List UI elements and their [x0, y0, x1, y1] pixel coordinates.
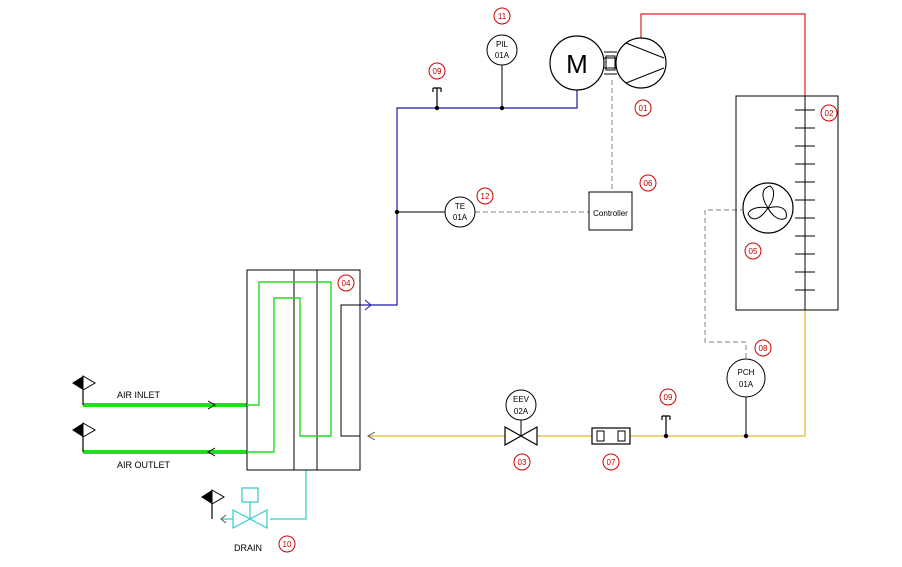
- tag-port-suction: 09: [428, 62, 446, 80]
- eev-valve[interactable]: EEV 02A: [504, 389, 538, 447]
- te-instrument[interactable]: TE 01A: [444, 196, 476, 228]
- svg-text:06: 06: [644, 179, 653, 188]
- svg-text:09: 09: [433, 67, 442, 76]
- tag-filter-drier: 07: [602, 453, 620, 471]
- evaporator-air-path: [247, 281, 332, 453]
- pil-instrument[interactable]: PIL 01A: [486, 34, 518, 66]
- air-inlet-arrow: [207, 400, 217, 410]
- air-outlet-arrow: [206, 447, 216, 457]
- tag-fan: 05: [744, 242, 762, 260]
- eev-line2: 02A: [514, 407, 529, 416]
- service-port-suction[interactable]: [432, 87, 442, 108]
- pch-line2: 01A: [739, 380, 754, 389]
- drain-label: DRAIN: [234, 543, 262, 553]
- tag-controller: 06: [639, 174, 657, 192]
- drain-arrow: [220, 514, 227, 524]
- controller-label: Controller: [593, 209, 628, 218]
- pil-line2: 01A: [495, 51, 510, 60]
- condenser[interactable]: [735, 95, 839, 311]
- service-port-liquid[interactable]: [661, 415, 671, 436]
- condenser-fins: [795, 109, 815, 291]
- svg-text:01: 01: [639, 104, 648, 113]
- condenser-fan-icon[interactable]: [742, 182, 794, 234]
- tag-eev: 03: [513, 453, 531, 471]
- drain-valve[interactable]: [232, 487, 268, 529]
- svg-text:08: 08: [759, 344, 768, 353]
- tag-pil: 11: [493, 7, 511, 25]
- liquid-line-arrow: [366, 431, 376, 441]
- motor[interactable]: M: [549, 35, 605, 91]
- pch-line1: PCH: [738, 368, 755, 377]
- te-line1: TE: [455, 202, 465, 211]
- svg-text:05: 05: [749, 247, 758, 256]
- pch-instrument[interactable]: PCH 01A: [726, 358, 766, 398]
- tag-condenser: 02: [820, 104, 838, 122]
- air-inlet-flag-icon: [72, 375, 96, 405]
- suction-line-arrow: [364, 299, 372, 311]
- eev-line1: EEV: [513, 395, 530, 404]
- svg-text:12: 12: [481, 192, 490, 201]
- shaft-coupling: [604, 51, 617, 75]
- tag-port-liquid: 09: [659, 388, 677, 406]
- svg-text:09: 09: [664, 393, 673, 402]
- svg-text:02: 02: [825, 109, 834, 118]
- air-outlet-flag-icon: [72, 422, 96, 452]
- te-line2: 01A: [453, 213, 468, 222]
- pil-line1: PIL: [496, 40, 509, 49]
- tag-compressor: 01: [634, 99, 652, 117]
- tag-evaporator: 04: [337, 274, 355, 292]
- drain-line: [222, 470, 307, 520]
- filter-drier[interactable]: [591, 427, 631, 445]
- tag-te: 12: [476, 187, 494, 205]
- svg-text:07: 07: [607, 458, 616, 467]
- tag-pch: 08: [754, 339, 772, 357]
- suction-line: [362, 90, 578, 306]
- svg-text:10: 10: [283, 540, 292, 549]
- svg-text:04: 04: [342, 279, 351, 288]
- motor-label: M: [566, 49, 588, 79]
- svg-text:03: 03: [518, 458, 527, 467]
- evaporator-coil: [340, 304, 362, 437]
- evaporator[interactable]: [246, 269, 362, 471]
- air-outlet-label: AIR OUTLET: [117, 460, 171, 470]
- controller[interactable]: Controller: [588, 191, 633, 231]
- tag-drain-valve: 10: [278, 535, 296, 553]
- air-inlet-label: AIR INLET: [117, 390, 161, 400]
- drain-flag-icon: [201, 489, 225, 519]
- svg-text:11: 11: [498, 12, 507, 21]
- signal-line-pch-fan: [704, 209, 747, 358]
- compressor-icon[interactable]: [615, 37, 667, 89]
- discharge-line: [640, 13, 806, 96]
